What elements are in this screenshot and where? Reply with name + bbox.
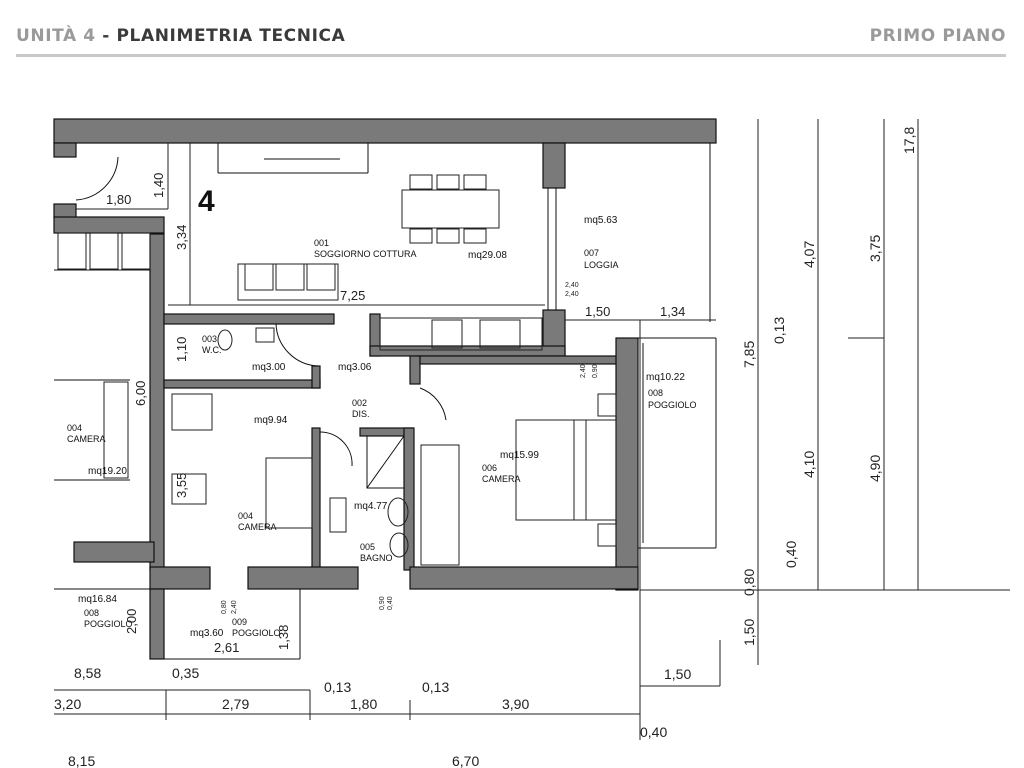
page-header: UNITÀ 4 - PLANIMETRIA TECNICA PRIMO PIAN… <box>16 26 1006 57</box>
room-004a-area: mq19.20 <box>88 466 127 477</box>
dim-2-61: 2,61 <box>214 640 239 655</box>
unit-label: UNITÀ 4 <box>16 26 96 46</box>
room-labels: 001 SOGGIORNO COTTURA mq29.08 007 LOGGIA… <box>67 215 697 639</box>
dim-1-40: 1,40 <box>151 173 166 198</box>
header-separator: - <box>95 26 117 46</box>
dim-6-00: 6,00 <box>133 381 148 406</box>
room-001-name: SOGGIORNO COTTURA <box>314 249 417 259</box>
dim-1-50-lower: 1,50 <box>741 619 757 646</box>
dim-0-90: 0,90 <box>592 364 599 378</box>
dim-3-75: 3,75 <box>867 235 883 262</box>
dim-8-15: 8,15 <box>68 753 95 768</box>
dim-17-8: 17,8 <box>901 127 917 154</box>
room-004b-code: 004 <box>238 511 253 521</box>
dim-0-80-right: 0,80 <box>741 569 757 596</box>
floor-label: PRIMO PIANO <box>869 26 1006 46</box>
dim-1-38: 1,38 <box>276 625 291 650</box>
room-008a-name: POGGIOLO <box>648 400 697 410</box>
dim-0-80: 0,80 <box>221 600 228 614</box>
room-002-name: DIS. <box>352 409 370 419</box>
dim-1-50-top: 1,50 <box>585 304 610 319</box>
room-008a-area: mq10.22 <box>646 372 685 383</box>
room-001-code: 001 <box>314 238 329 248</box>
dim-2-40-a: 2,40 <box>565 282 579 289</box>
dim-1-80-bottom: 1,80 <box>350 696 377 712</box>
room-005-code: 005 <box>360 542 375 552</box>
room-004b-name: CAMERA <box>238 522 277 532</box>
room-002-code: 002 <box>352 398 367 408</box>
dim-3-55: 3,55 <box>174 473 189 498</box>
dim-2-40-b: 2,40 <box>565 291 579 298</box>
dim-0-40-bath: 0,40 <box>387 596 394 610</box>
room-007-name: LOGGIA <box>584 260 619 270</box>
room-008b-name: POGGIOLO <box>84 619 133 629</box>
corridor-area: mq3.06 <box>338 362 372 373</box>
dim-0-40-right: 0,40 <box>783 541 799 568</box>
dimension-lines <box>54 119 1010 740</box>
dim-4-90: 4,90 <box>867 455 883 482</box>
dim-0-13-a: 0,13 <box>324 679 351 695</box>
dim-3-34: 3,34 <box>174 225 189 250</box>
dim-8-58: 8,58 <box>74 665 101 681</box>
room-004a-name: CAMERA <box>67 434 106 444</box>
dim-7-85: 7,85 <box>741 341 757 368</box>
dim-2-79: 2,79 <box>222 696 249 712</box>
room-009-code: 009 <box>232 617 247 627</box>
dim-2-40-c: 2,40 <box>580 364 587 378</box>
dimension-labels: 1,80 1,40 3,34 7,25 1,50 1,34 1,10 6,00 … <box>54 127 917 768</box>
dim-0-40-bottom: 0,40 <box>640 724 667 740</box>
dim-6-70: 6,70 <box>452 753 479 768</box>
room-003-area: mq3.00 <box>252 362 286 373</box>
dim-1-10: 1,10 <box>174 337 189 362</box>
dim-1-50-right: 1,50 <box>664 666 691 682</box>
dim-7-25: 7,25 <box>340 288 365 303</box>
dim-0-13-right: 0,13 <box>771 317 787 344</box>
room-005-area: mq4.77 <box>354 501 388 512</box>
room-007-area: mq5.63 <box>584 215 618 226</box>
dim-1-80: 1,80 <box>106 192 131 207</box>
room-006-code: 006 <box>482 463 497 473</box>
room-005-name: BAGNO <box>360 553 393 563</box>
plan-type-label: PLANIMETRIA TECNICA <box>116 26 346 46</box>
room-004a-code: 004 <box>67 423 82 433</box>
dim-4-10: 4,10 <box>801 451 817 478</box>
dim-0-13-b: 0,13 <box>422 679 449 695</box>
room-006-area: mq15.99 <box>500 450 539 461</box>
dim-3-90: 3,90 <box>502 696 529 712</box>
room-008b-area: mq16.84 <box>78 594 117 605</box>
dim-0-90-bath: 0,90 <box>379 596 386 610</box>
dim-2-40-d: 2,40 <box>231 600 238 614</box>
room-007-code: 007 <box>584 248 599 258</box>
room-008b-code: 008 <box>84 608 99 618</box>
room-006-name: CAMERA <box>482 474 521 484</box>
room-009-area: mq3.60 <box>190 628 224 639</box>
dim-2-00: 2,00 <box>124 609 139 634</box>
room-002-area: mq9.94 <box>254 415 288 426</box>
dim-1-34: 1,34 <box>660 304 685 319</box>
room-008a-code: 008 <box>648 388 663 398</box>
dim-0-35: 0,35 <box>172 665 199 681</box>
dim-4-07: 4,07 <box>801 241 817 268</box>
furniture <box>57 174 617 566</box>
room-001-area: mq29.08 <box>468 250 507 261</box>
unit-number: 4 <box>198 185 215 218</box>
walls <box>53 118 717 660</box>
room-003-code: 003 <box>202 334 217 344</box>
header-title: UNITÀ 4 - PLANIMETRIA TECNICA <box>16 26 345 46</box>
room-009-name: POGGIOLO <box>232 628 281 638</box>
room-003-name: W.C. <box>202 345 222 355</box>
dim-3-20: 3,20 <box>54 696 81 712</box>
